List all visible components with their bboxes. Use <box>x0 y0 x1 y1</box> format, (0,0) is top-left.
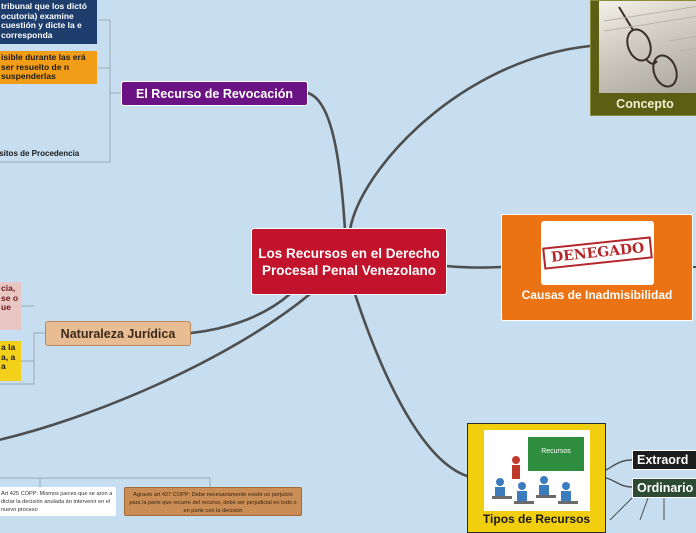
subtopic-ordinarios-label: Ordinario <box>637 481 694 495</box>
note-requisitos-text: isitos de Procedencia <box>0 149 80 158</box>
central-topic[interactable]: Los Recursos en el Derecho Procesal Pena… <box>251 228 447 295</box>
note-agravio-text: Agravio art 427 COPP: Debe necesariament… <box>129 492 297 514</box>
denegado-stamp-text: DENEGADO <box>541 236 654 270</box>
classroom-image: Recursos <box>484 430 590 511</box>
glasses-icon <box>603 5 696 88</box>
topic-tipos-recursos[interactable]: Recursos Tipos de Recursos <box>467 423 606 533</box>
topic-causas-label: Causas de Inadmisibilidad <box>521 288 673 302</box>
note-art-425-text: Art 425 COPP: Mismos jueces que se aron … <box>1 491 113 513</box>
topic-concepto-label: Concepto <box>616 97 674 111</box>
topic-naturaleza-juridica[interactable]: Naturaleza Jurídica <box>45 321 191 346</box>
note-revocacion-2[interactable]: isible durante las erá ser resuelto de n… <box>0 51 97 84</box>
denegado-stamp-image: DENEGADO <box>541 221 654 285</box>
note-naturaleza-2[interactable]: a la a, a a <box>0 341 21 381</box>
topic-causas-inadmisibilidad[interactable]: DENEGADO Causas de Inadmisibilidad <box>501 214 693 321</box>
chalkboard: Recursos <box>528 437 584 471</box>
note-naturaleza-1-text: cia, se o ue <box>1 283 19 312</box>
central-topic-title: Los Recursos en el Derecho Procesal Pena… <box>258 245 440 278</box>
note-agravio-art-427[interactable]: Agravio art 427 COPP: Debe necesariament… <box>124 487 302 516</box>
note-revocacion-2-text: isible durante las erá ser resuelto de n… <box>1 52 86 81</box>
topic-revocacion-label: El Recurso de Revocación <box>135 86 293 101</box>
topic-tipos-label: Tipos de Recursos <box>482 512 591 526</box>
topic-revocacion[interactable]: El Recurso de Revocación <box>121 81 308 106</box>
subtopic-ordinarios[interactable]: Ordinario <box>632 478 696 498</box>
note-requisitos-procedencia[interactable]: isitos de Procedencia <box>0 149 117 158</box>
connector-lines <box>0 19 696 520</box>
topic-naturaleza-label: Naturaleza Jurídica <box>60 326 176 341</box>
books-glasses-image <box>599 1 696 93</box>
note-art-425[interactable]: Art 425 COPP: Mismos jueces que se aron … <box>0 487 116 516</box>
note-naturaleza-2-text: a la a, a a <box>1 342 16 371</box>
note-naturaleza-1[interactable]: cia, se o ue <box>0 282 21 330</box>
students-icon <box>492 456 578 504</box>
topic-concepto[interactable]: Concepto <box>590 0 696 116</box>
subtopic-extraordinarios[interactable]: Extraord <box>632 450 696 470</box>
note-revocacion-1-text: tribunal que los dictó ocutoria) examine… <box>1 1 87 40</box>
chalkboard-text: Recursos <box>541 448 571 455</box>
note-revocacion-1[interactable]: tribunal que los dictó ocutoria) examine… <box>0 0 97 44</box>
subtopic-extraordinarios-label: Extraord <box>637 453 689 467</box>
